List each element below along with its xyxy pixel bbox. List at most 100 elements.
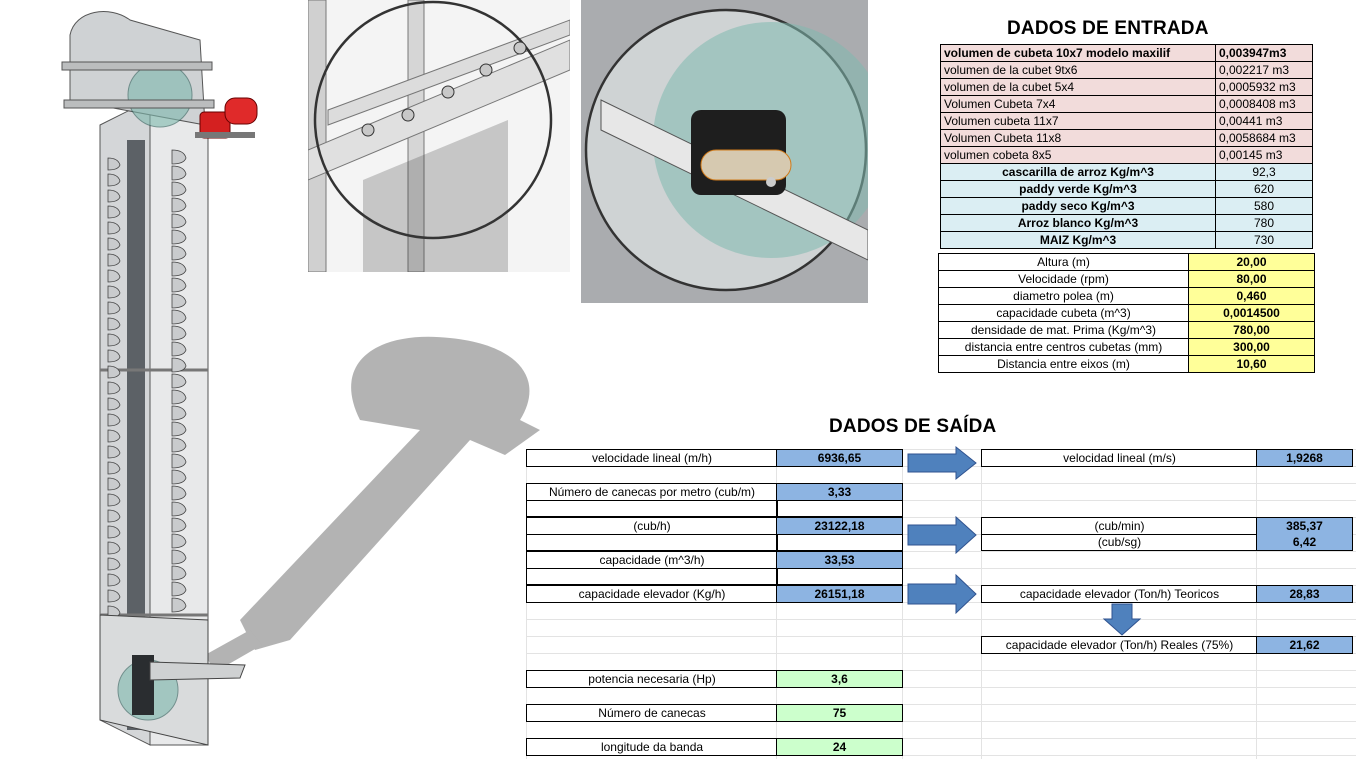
bucket-shape xyxy=(171,549,187,565)
cubeta-value[interactable]: 0,002217 m3 xyxy=(1215,61,1313,79)
elevator-head xyxy=(61,11,215,128)
bucket-shape xyxy=(107,237,121,251)
densidade-value[interactable]: 580 xyxy=(1215,197,1313,215)
bucket-shape xyxy=(171,517,187,533)
cubeta-value[interactable]: 0,003947m3 xyxy=(1215,44,1313,62)
capacidade-m3h-value[interactable]: 33,53 xyxy=(776,551,903,569)
blank-row xyxy=(776,568,903,585)
bucket-shape xyxy=(171,341,187,357)
bucket-shape xyxy=(171,501,187,517)
param-row: Distancia entre eixos (m)10,60 xyxy=(938,355,1315,373)
blank-row xyxy=(526,568,778,585)
capacidade-kgh-label: capacidade elevador (Kg/h) xyxy=(526,585,778,603)
blank-row xyxy=(776,500,903,517)
detail-bearing-image xyxy=(581,0,868,303)
bucket-shape xyxy=(107,541,121,555)
velocidade-lineal-ms-value[interactable]: 1,9268 xyxy=(1256,449,1353,467)
elevator-shadow xyxy=(205,336,540,672)
densidade-label: cascarilla de arroz Kg/m^3 xyxy=(940,163,1216,181)
bucket-shape xyxy=(107,269,121,283)
bucket-shape xyxy=(107,397,121,411)
velocidade-lineal-mh-label: velocidade lineal (m/h) xyxy=(526,449,778,467)
bucket-shape xyxy=(107,509,121,523)
densidade-value[interactable]: 92,3 xyxy=(1215,163,1313,181)
bucket-shape xyxy=(107,413,121,427)
param-row: distancia entre centros cubetas (mm)300,… xyxy=(938,338,1315,356)
densidade-value[interactable]: 780 xyxy=(1215,214,1313,232)
bucket-shape xyxy=(107,205,121,219)
bucket-shape xyxy=(171,277,187,293)
densidade-label: paddy verde Kg/m^3 xyxy=(940,180,1216,198)
densidade-value[interactable]: 620 xyxy=(1215,180,1313,198)
cubeta-value[interactable]: 0,00145 m3 xyxy=(1215,146,1313,164)
bucket-shape xyxy=(171,293,187,309)
bucket-shape xyxy=(107,429,121,443)
param-value[interactable]: 0,460 xyxy=(1188,287,1315,305)
bucket-shape xyxy=(171,421,187,437)
bucket-shape xyxy=(107,493,121,507)
bucket-shape xyxy=(171,597,187,613)
bucket-shape xyxy=(107,365,121,379)
capacidade-kgh-value[interactable]: 26151,18 xyxy=(776,585,903,603)
potencia-value[interactable]: 3,6 xyxy=(776,670,903,688)
param-value[interactable]: 20,00 xyxy=(1188,253,1315,271)
bucket-shape xyxy=(171,165,187,181)
detail-frame-bolts-image xyxy=(308,0,570,272)
ton-reales-value[interactable]: 21,62 xyxy=(1256,636,1353,654)
param-value[interactable]: 300,00 xyxy=(1188,338,1315,356)
bucket-shape xyxy=(171,389,187,405)
densidade-label: paddy seco Kg/m^3 xyxy=(940,197,1216,215)
longitude-banda-label: longitude da banda xyxy=(526,738,778,756)
bucket-shape xyxy=(171,261,187,277)
arrow-right-icon xyxy=(907,515,977,555)
cubeta-label: volumen cobeta 8x5 xyxy=(940,146,1216,164)
param-value[interactable]: 0,0014500 xyxy=(1188,304,1315,322)
entrada-title: DADOS DE ENTRADA xyxy=(1007,18,1209,39)
bucket-shape xyxy=(171,245,187,261)
param-label: densidade de mat. Prima (Kg/m^3) xyxy=(938,321,1189,339)
blank-row xyxy=(776,534,903,551)
bucket-shape xyxy=(171,325,187,341)
bucket-shape xyxy=(107,445,121,459)
densidade-label: Arroz blanco Kg/m^3 xyxy=(940,214,1216,232)
cubeta-value[interactable]: 0,0008408 m3 xyxy=(1215,95,1313,113)
bucket-shape xyxy=(107,301,121,315)
bucket-shape xyxy=(107,525,121,539)
param-value[interactable]: 10,60 xyxy=(1188,355,1315,373)
cub-sg-value[interactable]: 6,42 xyxy=(1256,534,1353,551)
numero-canecas-value[interactable]: 75 xyxy=(776,704,903,722)
cubeta-value[interactable]: 0,0005932 m3 xyxy=(1215,78,1313,96)
velocidade-lineal-ms-label: velocidad lineal (m/s) xyxy=(981,449,1258,467)
param-value[interactable]: 780,00 xyxy=(1188,321,1315,339)
velocidade-lineal-mh-value[interactable]: 6936,65 xyxy=(776,449,903,467)
bucket-shape xyxy=(171,469,187,485)
bucket-shape xyxy=(171,181,187,197)
bucket-elevator-render xyxy=(61,11,540,746)
ton-teoricos-value[interactable]: 28,83 xyxy=(1256,585,1353,603)
bucket-shape xyxy=(107,333,121,347)
potencia-label: potencia necesaria (Hp) xyxy=(526,670,778,688)
bucket-shape xyxy=(107,477,121,491)
bucket-shape xyxy=(171,533,187,549)
param-row: densidade de mat. Prima (Kg/m^3)780,00 xyxy=(938,321,1315,339)
densidade-value[interactable]: 730 xyxy=(1215,231,1313,249)
numero-canecas-metro-value[interactable]: 3,33 xyxy=(776,483,903,501)
cubeta-value[interactable]: 0,0058684 m3 xyxy=(1215,129,1313,147)
bucket-shape xyxy=(107,221,121,235)
longitude-banda-value[interactable]: 24 xyxy=(776,738,903,756)
bucket-shape xyxy=(107,461,121,475)
ton-teoricos-label: capacidade elevador (Ton/h) Teoricos xyxy=(981,585,1258,603)
cubeta-value[interactable]: 0,00441 m3 xyxy=(1215,112,1313,130)
cubeta-label: Volumen Cubeta 11x8 xyxy=(940,129,1216,147)
cubeta-label: volumen de la cubet 9tx6 xyxy=(940,61,1216,79)
bucket-shape xyxy=(171,581,187,597)
bucket-shape xyxy=(171,197,187,213)
cub-h-value[interactable]: 23122,18 xyxy=(776,517,903,535)
cub-min-value[interactable]: 385,37 xyxy=(1256,517,1353,535)
param-value[interactable]: 80,00 xyxy=(1188,270,1315,288)
